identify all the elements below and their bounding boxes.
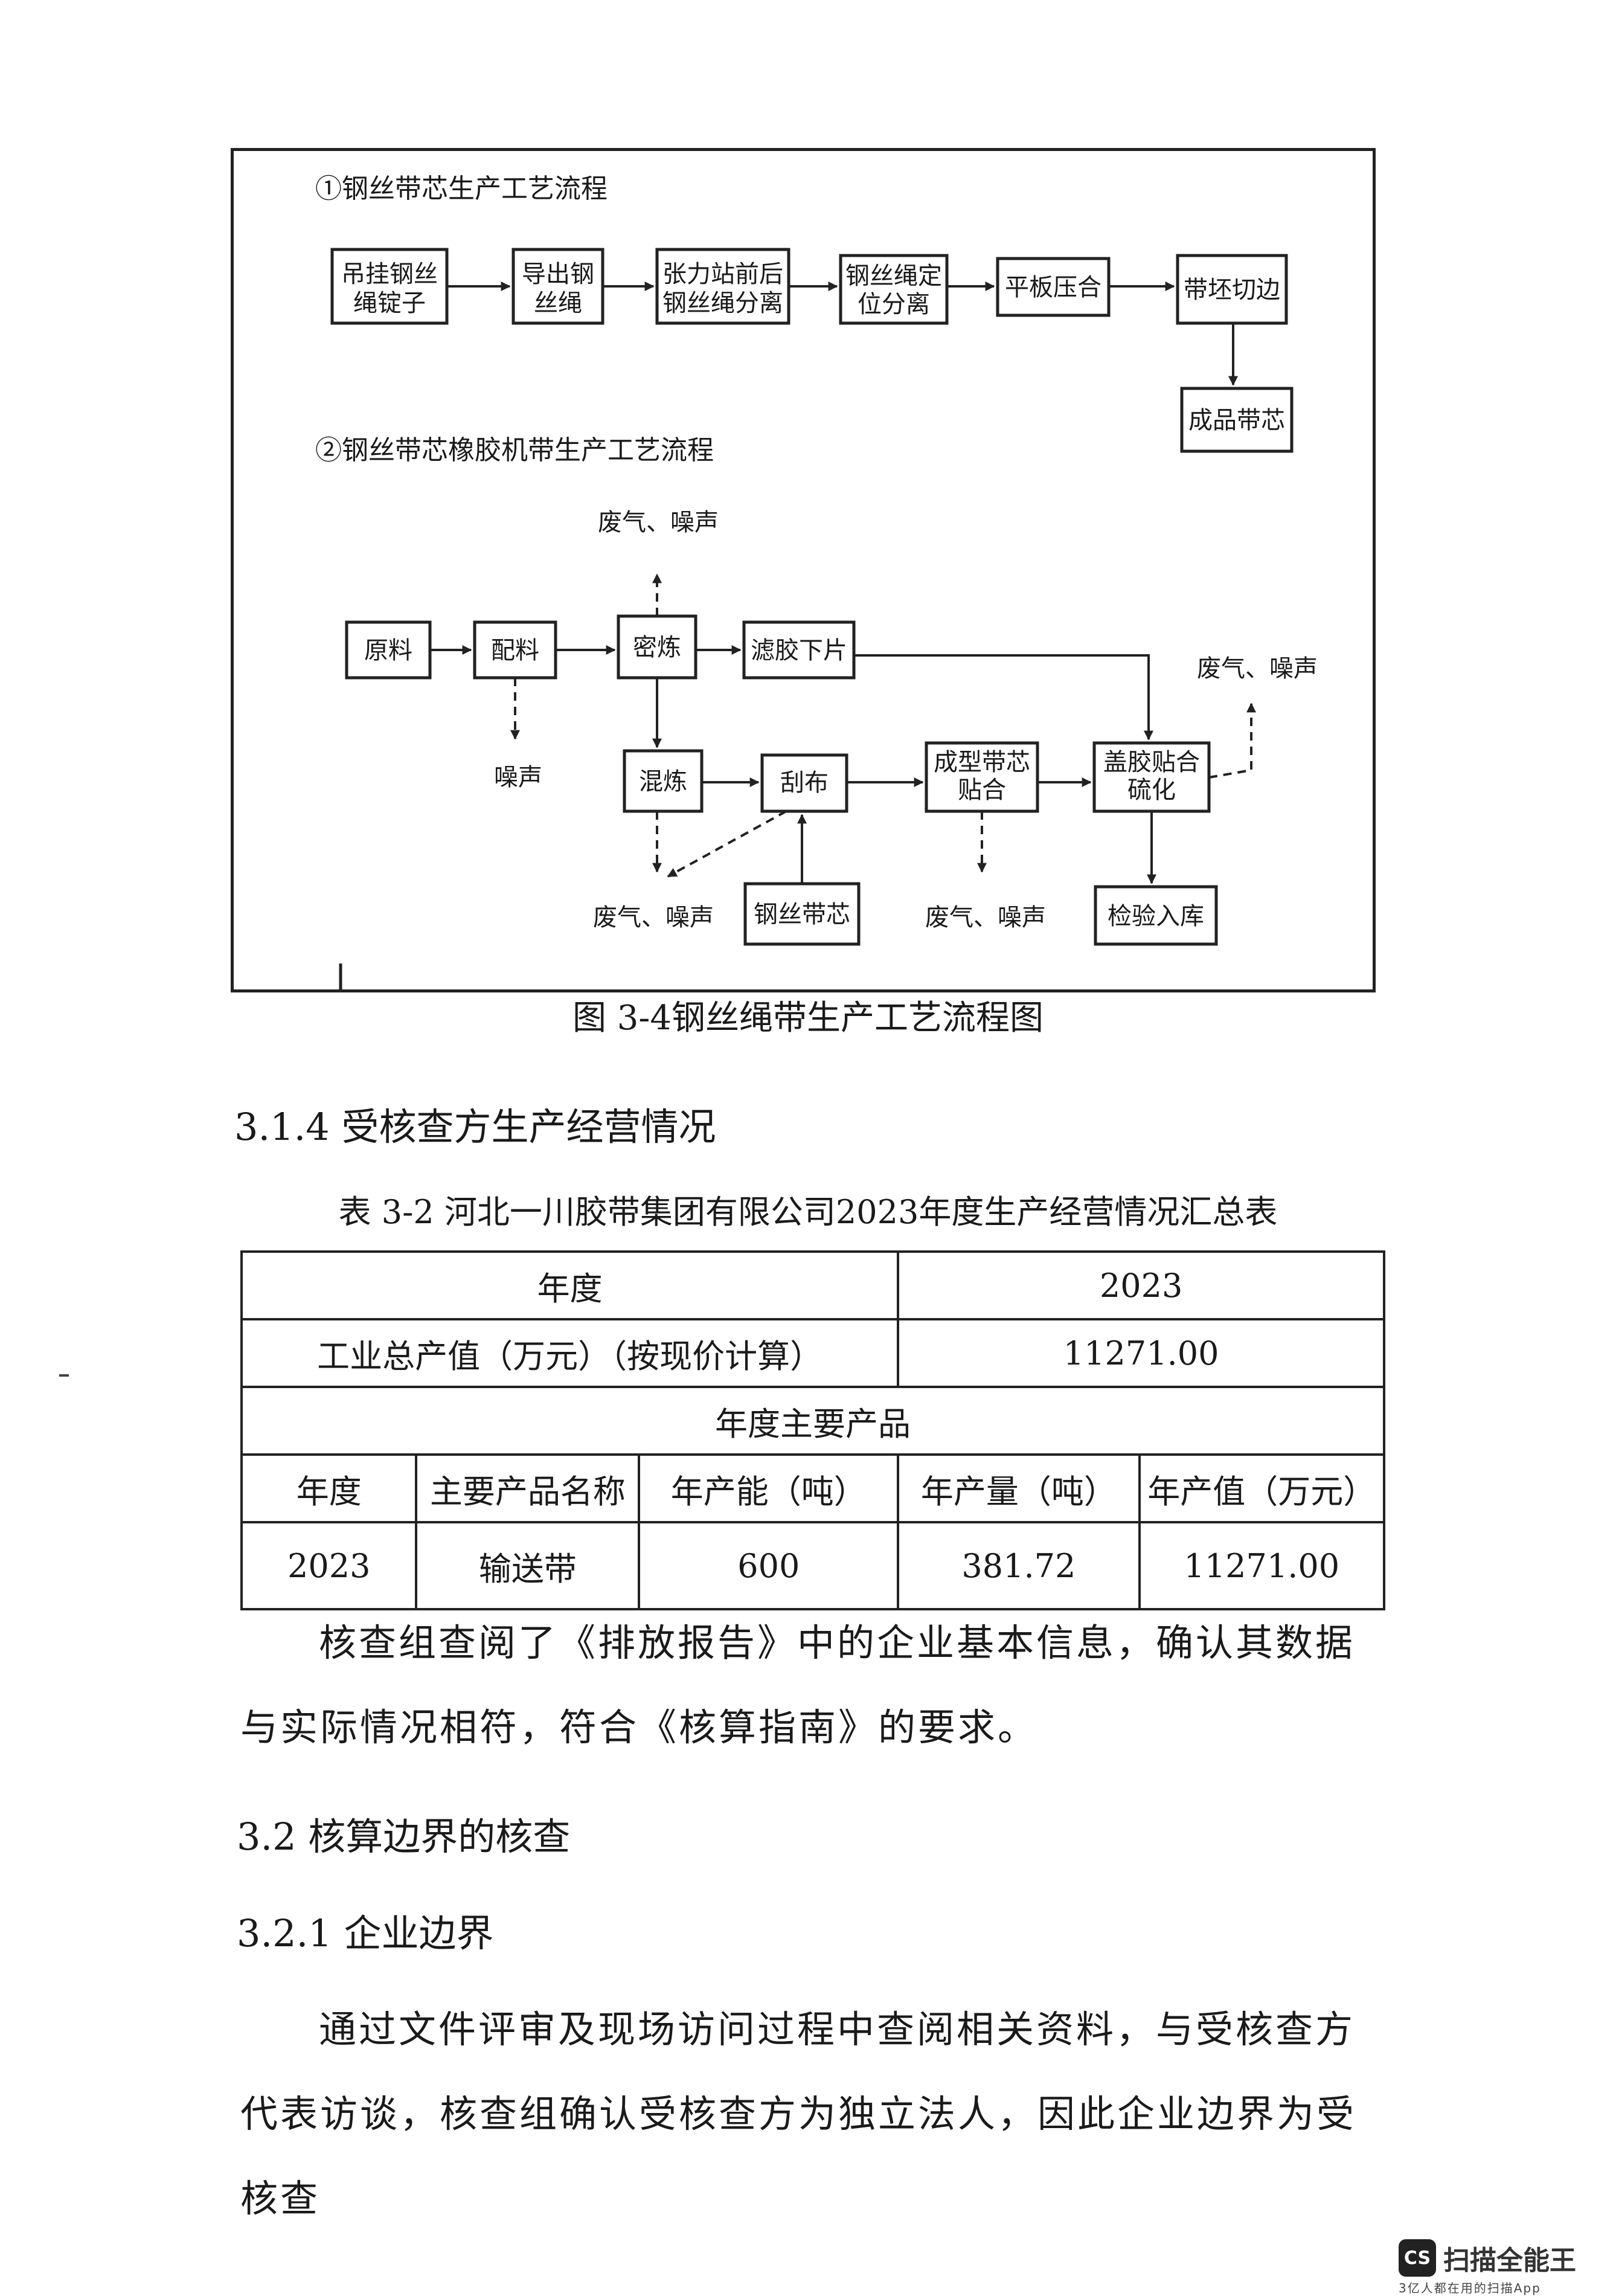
flowchart-frame xyxy=(231,148,1376,992)
paragraph-boundary: 通过文件评审及现场访问过程中查阅相关资料，与受核查方代表访谈，核查组确认受核查方… xyxy=(240,2007,1357,2220)
flow2-step-core: 钢丝带芯 xyxy=(754,901,850,928)
flow2-emission-mill: 废气、噪声 xyxy=(593,904,714,931)
flow1-step-press: 平板压合 xyxy=(1005,274,1101,301)
col-header-product: 主要产品名称 xyxy=(415,1453,641,1523)
col-header-capacity: 年产能（吨） xyxy=(638,1453,900,1523)
flow2-step-mix: 配料 xyxy=(491,637,539,664)
scanner-watermark: CS 扫描全能王 3亿人都在用的扫描App xyxy=(1399,2239,1576,2296)
flow2-emission-knead: 废气、噪声 xyxy=(598,509,719,536)
flow2-emission-cure: 废气、噪声 xyxy=(1197,655,1318,683)
flow1-arrows xyxy=(447,281,1238,386)
cell-value: 11271.00 xyxy=(1138,1521,1385,1610)
year-value-cell: 2023 xyxy=(897,1250,1385,1320)
flow2-emission-mix: 噪声 xyxy=(494,764,542,791)
main-products-header-cell: 年度主要产品 xyxy=(240,1386,1385,1456)
cell-output: 381.72 xyxy=(897,1521,1141,1610)
col-header-year: 年度 xyxy=(240,1453,418,1523)
margin-mark xyxy=(59,1374,69,1377)
output-value-cell: 11271.00 xyxy=(897,1318,1385,1388)
table-caption: 表 3-2 河北一川胶带集团有限公司2023年度生产经营情况汇总表 xyxy=(338,1193,1278,1231)
flow2-step-cure-2: 硫化 xyxy=(1127,776,1176,804)
scanner-logo: CS xyxy=(1399,2239,1436,2277)
section-3-2-heading: 3.2 核算边界的核查 xyxy=(237,1815,571,1859)
output-value-label-cell: 工业总产值（万元）（按现价计算） xyxy=(240,1318,900,1388)
scanner-name: 扫描全能王 xyxy=(1443,2245,1576,2276)
flow1-step-lead: 导出钢 xyxy=(522,260,594,288)
figure-caption: 图 3-4钢丝绳带生产工艺流程图 xyxy=(572,998,1044,1038)
flow2-emission-form: 废气、噪声 xyxy=(925,904,1046,931)
section-3-1-4-heading: 3.1.4 受核查方生产经营情况 xyxy=(234,1105,716,1149)
flow2-boxes xyxy=(345,614,1218,946)
flow2-step-form: 成型带芯 xyxy=(934,748,1030,776)
process-flowchart: ①钢丝带芯生产工艺流程 吊挂钢丝 绳锭子 导出钢 丝绳 张力站前后 钢丝绳分离 … xyxy=(315,173,1318,992)
flow1-step-tension-2: 钢丝绳分离 xyxy=(662,289,783,317)
flow1-step-hang: 吊挂钢丝 xyxy=(341,260,438,288)
scanner-tagline: 3亿人都在用的扫描App xyxy=(1399,2281,1541,2295)
section-3-2-1-heading: 3.2.1 企业边界 xyxy=(237,1911,494,1955)
flow2-step-store: 检验入库 xyxy=(1108,902,1204,930)
year-label-cell: 年度 xyxy=(240,1250,900,1320)
flow1-step-position-2: 位分离 xyxy=(858,291,930,318)
table-row: 年度 2023 xyxy=(240,1250,1385,1320)
flow2-title: ②钢丝带芯橡胶机带生产工艺流程 xyxy=(315,435,714,466)
cell-product: 输送带 xyxy=(415,1521,641,1610)
col-header-output: 年产量（吨） xyxy=(897,1453,1141,1523)
col-header-value: 年产值（万元） xyxy=(1138,1453,1385,1523)
flow2-step-form-2: 贴合 xyxy=(958,776,1006,804)
flow2-step-sheet: 滤胶下片 xyxy=(751,637,847,664)
table-header-row: 年度 主要产品名称 年产能（吨） 年产量（吨） 年产值（万元） xyxy=(240,1453,1385,1523)
flow1-title: ①钢丝带芯生产工艺流程 xyxy=(315,173,608,204)
flow2-step-raw: 原料 xyxy=(364,637,412,664)
flow2-step-mill: 混炼 xyxy=(639,768,687,796)
flow1-step-position: 钢丝绳定 xyxy=(845,262,942,290)
flow2-step-spread: 刮布 xyxy=(780,769,829,797)
flow2-step-knead: 密炼 xyxy=(633,634,681,661)
cell-year: 2023 xyxy=(240,1521,418,1610)
flow1-step-trim: 带坯切边 xyxy=(1184,276,1280,304)
paragraph-basic-info: 核查组查阅了《排放报告》中的企业基本信息，确认其数据与实际情况相符，符合《核算指… xyxy=(240,1621,1356,1749)
flow1-step-lead-2: 丝绳 xyxy=(534,289,582,317)
production-summary-table: 年度 2023 工业总产值（万元）（按现价计算） 11271.00 年度主要产品… xyxy=(240,1250,1385,1610)
table-row: 2023 输送带 600 381.72 11271.00 xyxy=(240,1521,1385,1610)
flow2-step-cure: 盖胶贴合 xyxy=(1103,748,1200,776)
flow1-step-hang-2: 绳锭子 xyxy=(353,289,426,317)
flow2-emission-arrows xyxy=(510,573,1256,878)
table-row: 年度主要产品 xyxy=(240,1386,1385,1456)
flow2-arrows xyxy=(430,645,1156,884)
table-row: 工业总产值（万元）（按现价计算） 11271.00 xyxy=(240,1318,1385,1388)
flow1-step-core: 成品带芯 xyxy=(1188,407,1285,434)
cell-capacity: 600 xyxy=(638,1521,900,1610)
flow1-step-tension: 张力站前后 xyxy=(662,260,783,288)
flow1-boxes xyxy=(330,248,1294,453)
